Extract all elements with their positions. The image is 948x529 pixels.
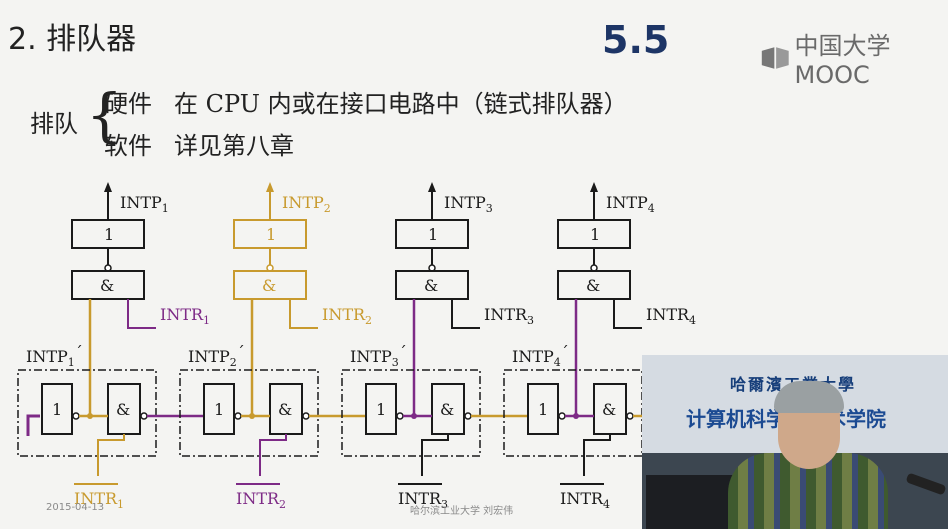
junction-dot — [573, 413, 579, 419]
inverter-bubble — [72, 412, 80, 420]
stage-box — [179, 369, 319, 457]
lower-and-gate-symbol: & — [278, 400, 292, 419]
upper-and-gate — [233, 270, 307, 300]
microphone — [905, 472, 947, 496]
arrow-up-icon — [428, 182, 436, 192]
arrow-up-icon — [266, 182, 274, 192]
intr-lower-line — [259, 434, 287, 476]
junction-dot — [249, 413, 255, 419]
lower-or-gate-symbol: 1 — [214, 400, 224, 419]
intr-lower-label: INTR1 — [74, 489, 124, 511]
intr-input-line — [127, 299, 156, 329]
upper-and-gate-symbol: & — [262, 276, 276, 295]
lower-or-gate — [527, 383, 559, 435]
intp-label: INTP4 — [606, 193, 655, 215]
stage-box — [341, 369, 481, 457]
stage-box — [503, 369, 643, 457]
software-detail: 详见第八章 — [174, 132, 294, 160]
logo-text: 中国大学MOOC — [794, 32, 891, 89]
footer-date: 2015-04-13 — [46, 502, 105, 513]
lower-or-gate — [203, 383, 235, 435]
slide-title: 2. 排队器 — [8, 22, 137, 57]
software-line: 软件详见第八章 — [104, 126, 316, 161]
lower-and-gate-symbol: & — [602, 400, 616, 419]
lower-or-gate — [365, 383, 397, 435]
intr-lower-label: INTR3 — [398, 489, 448, 511]
intr-lower-line — [421, 434, 449, 476]
upper-and-gate — [71, 270, 145, 300]
upper-or-gate-symbol: 1 — [428, 225, 438, 244]
lower-or-gate-symbol: 1 — [376, 400, 386, 419]
footer-institution: 哈尔滨工业大学 刘宏伟 — [410, 506, 514, 517]
hardware-term: 硬件 — [104, 90, 152, 118]
upper-and-gate — [395, 270, 469, 300]
upper-or-gate-symbol: 1 — [104, 225, 114, 244]
inverter-bubble — [626, 412, 634, 420]
upper-and-gate — [557, 270, 631, 300]
intr-lower-line — [583, 434, 611, 476]
inverter-bubble — [396, 412, 404, 420]
brace: { — [86, 81, 123, 149]
lower-and-gate-symbol: & — [116, 400, 130, 419]
inverter-bubble — [558, 412, 566, 420]
hardware-detail: 在 CPU 内或在接口电路中（链式排队器） — [174, 90, 628, 118]
arrow-up-icon — [104, 182, 112, 192]
section-number: 5.5 — [602, 18, 670, 62]
intr-lower-line — [97, 434, 125, 476]
queue-label: 排队 — [30, 110, 78, 138]
inverter-bubble — [140, 412, 148, 420]
software-term: 软件 — [104, 132, 152, 160]
lecturer-video: 哈爾濱工業大學 计算机科学与技术学院 — [642, 355, 948, 529]
intp-prime-label: INTP2´ — [188, 343, 245, 369]
stage-box — [17, 369, 157, 457]
upper-and-gate-symbol: & — [424, 276, 438, 295]
intr-input-line — [613, 299, 642, 329]
intr-upper-label: INTR3 — [484, 305, 534, 327]
lower-or-gate — [41, 383, 73, 435]
intr-lower-label: INTR4 — [560, 489, 610, 511]
intr-upper-label: INTR4 — [646, 305, 696, 327]
lower-or-gate-symbol: 1 — [52, 400, 62, 419]
lecturer-hair — [774, 381, 844, 413]
intp-prime-label: INTP4´ — [512, 343, 569, 369]
intr-input-line — [289, 299, 318, 329]
intp-label: INTP3 — [444, 193, 493, 215]
arrow-up-icon — [590, 182, 598, 192]
mooc-logo: 中国大学MOOC — [760, 26, 948, 89]
lower-and-gate-symbol: & — [440, 400, 454, 419]
inverter-bubble — [234, 412, 242, 420]
upper-or-gate-symbol: 1 — [266, 225, 276, 244]
hardware-line: 硬件在 CPU 内或在接口电路中（链式排队器） — [104, 84, 650, 119]
junction-dot — [87, 413, 93, 419]
junction-dot — [411, 413, 417, 419]
intp-label: INTP2 — [282, 193, 331, 215]
inverter-bubble — [302, 412, 310, 420]
first-input-marker — [26, 414, 40, 436]
intr-input-line — [451, 299, 480, 329]
inverter-bubble — [464, 412, 472, 420]
intp-prime-label: INTP3´ — [350, 343, 407, 369]
mooc-book-icon — [761, 46, 789, 69]
upper-and-gate-symbol: & — [586, 276, 600, 295]
upper-or-gate-symbol: 1 — [590, 225, 600, 244]
lower-or-gate-symbol: 1 — [538, 400, 548, 419]
intr-upper-label: INTR2 — [322, 305, 372, 327]
intp-label: INTP1 — [120, 193, 169, 215]
intr-upper-label: INTR1 — [160, 305, 210, 327]
intp-prime-label: INTP1´ — [26, 343, 83, 369]
upper-and-gate-symbol: & — [100, 276, 114, 295]
intr-lower-label: INTR2 — [236, 489, 286, 511]
